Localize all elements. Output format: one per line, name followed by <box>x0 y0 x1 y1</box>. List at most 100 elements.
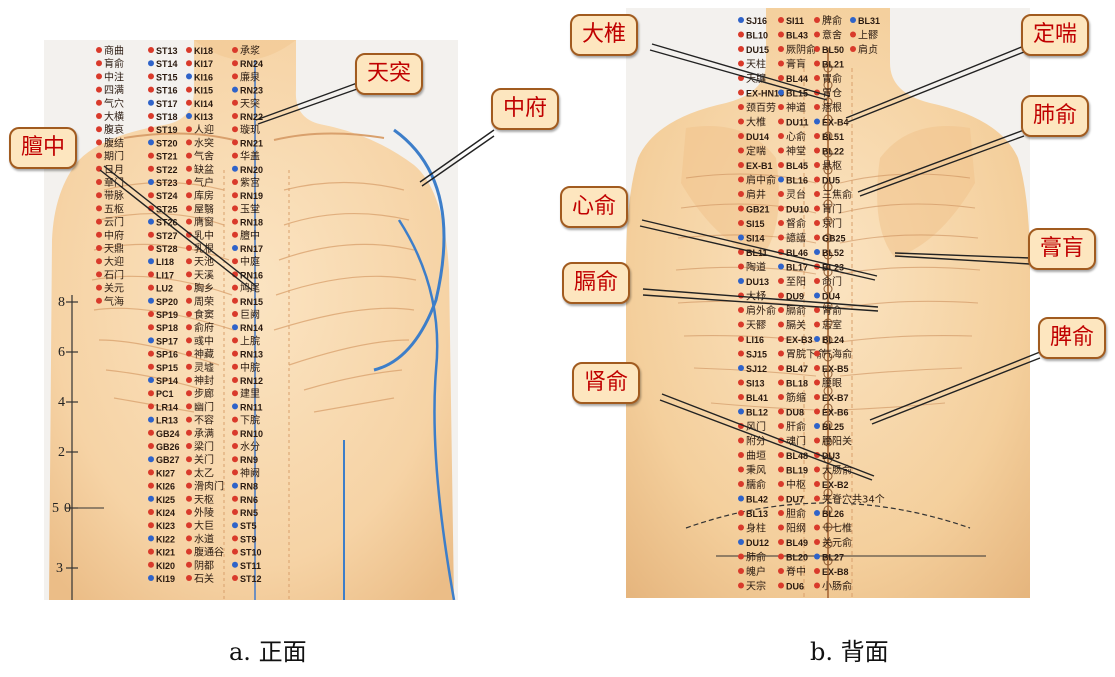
acupoint-dot <box>814 307 820 313</box>
acupoint-label: 廉泉 <box>240 70 260 83</box>
acupoint-label: BL27 <box>822 553 844 563</box>
ruler-tick: 8 <box>58 295 65 310</box>
acupoint-dot <box>148 496 154 502</box>
ruler-tick: 6 <box>58 345 65 360</box>
acupoint-dot <box>778 438 784 444</box>
acupoint-label: 肩中俞 <box>746 174 776 187</box>
acupoint-label: 承满 <box>194 428 214 440</box>
acupoint-dot <box>778 336 784 342</box>
acupoint-label: 食窦 <box>194 308 214 321</box>
acupoint-label: DU10 <box>786 205 809 215</box>
acupoint-dot <box>186 219 192 225</box>
acupoint-dot <box>738 235 744 241</box>
acupoint-label: 厥阴俞 <box>786 43 816 56</box>
acupoint-dot <box>148 351 154 357</box>
acupoint-label: ST9 <box>240 534 257 544</box>
acupoint-dot <box>186 337 192 343</box>
acupoint-dot <box>148 443 154 449</box>
acupoint-label: 肝俞 <box>786 420 806 433</box>
acupoint-dot <box>814 90 820 96</box>
acupoint-dot <box>186 549 192 555</box>
acupoint-label: 天突 <box>240 97 260 110</box>
acupoint-label: KI27 <box>156 468 175 478</box>
acupoint-dot <box>738 162 744 168</box>
acupoint-dot <box>96 47 102 53</box>
acupoint-label: 膈关 <box>786 319 806 332</box>
acupoint-label: ST18 <box>156 112 178 122</box>
acupoint-label: SP15 <box>156 363 178 373</box>
acupoint-dot <box>148 139 154 145</box>
acupoint-dot <box>148 417 154 423</box>
acupoint-label: 筋缩 <box>786 391 806 404</box>
acupoint-dot <box>186 509 192 515</box>
acupoint-dot <box>814 467 820 473</box>
acupoint-label: KI13 <box>194 112 213 122</box>
acupoint-label: 肩井 <box>746 188 766 201</box>
acupoint-dot <box>186 535 192 541</box>
acupoint-label: 肓俞 <box>104 57 124 70</box>
acupoint-label: 膻中 <box>240 229 260 242</box>
acupoint-dot <box>778 119 784 125</box>
acupoint-label: 石门 <box>104 268 124 281</box>
acupoint-dot <box>186 351 192 357</box>
acupoint-dot <box>738 32 744 38</box>
acupoint-label: SJ12 <box>746 364 767 374</box>
acupoint-label: BL44 <box>786 74 808 84</box>
acupoint-label: KI18 <box>194 46 213 56</box>
acupoint-dot <box>232 483 238 489</box>
acupoint-dot <box>738 293 744 299</box>
acupoint-label: 云门 <box>104 216 124 229</box>
acupoint-dot <box>148 535 154 541</box>
acupoint-dot <box>186 258 192 264</box>
acupoint-label: 肩外俞 <box>746 304 776 317</box>
acupoint-label: ST25 <box>156 204 178 214</box>
acupoint-label: ST20 <box>156 138 178 148</box>
acupoint-dot <box>814 119 820 125</box>
acupoint-label: GB24 <box>156 429 180 439</box>
acupoint-label: GB25 <box>822 234 846 244</box>
acupoint-label: KI23 <box>156 521 175 531</box>
acupoint-label: 魄户 <box>746 565 766 578</box>
acupoint-dot <box>778 409 784 415</box>
acupoint-label: RN5 <box>240 508 258 518</box>
acupoint-label: 神藏 <box>194 348 214 361</box>
acupoint-dot <box>148 390 154 396</box>
acupoint-label: ST14 <box>156 59 178 69</box>
acupoint-label: 胃脘下俞 <box>786 348 826 361</box>
acupoint-label: 命门 <box>822 275 842 288</box>
callout-zhongfu: 中府 <box>491 88 559 130</box>
acupoint-label: 天牖 <box>746 73 766 85</box>
acupoint-label: 俞府 <box>194 321 214 334</box>
acupoint-dot <box>148 324 154 330</box>
acupoint-dot <box>814 510 820 516</box>
acupoint-dot <box>148 298 154 304</box>
acupoint-label: 譩譆 <box>786 232 806 245</box>
acupoint-label: 步廊 <box>194 387 214 400</box>
acupoint-label: 上脘 <box>240 334 260 347</box>
acupoint-dot <box>148 245 154 251</box>
acupoint-dot <box>778 162 784 168</box>
acupoint-label: 气海 <box>104 295 124 308</box>
acupoint-dot <box>148 522 154 528</box>
acupoint-label: 脾俞 <box>822 14 842 27</box>
acupoint-label: 带脉 <box>104 189 124 202</box>
acupoint-dot <box>738 61 744 67</box>
acupoint-label: 气户 <box>194 176 214 189</box>
acupoint-label: ST17 <box>156 99 178 109</box>
acupoint-dot <box>738 452 744 458</box>
acupoint-label: 肺俞 <box>746 551 766 564</box>
acupoint-dot <box>814 554 820 560</box>
acupoint-dot <box>814 264 820 270</box>
acupoint-label: SP18 <box>156 323 178 333</box>
acupoint-dot <box>232 364 238 370</box>
acupoint-label: 意舍 <box>822 29 842 42</box>
acupoint-dot <box>96 245 102 251</box>
acupoint-dot <box>186 522 192 528</box>
acupoint-dot <box>96 232 102 238</box>
acupoint-label: ST10 <box>240 548 262 558</box>
acupoint-label: 五枢 <box>104 202 124 215</box>
acupoint-dot <box>148 179 154 185</box>
acupoint-dot <box>186 417 192 423</box>
acupoint-label: KI25 <box>156 495 175 505</box>
acupoint-label: 天溪 <box>194 269 214 281</box>
